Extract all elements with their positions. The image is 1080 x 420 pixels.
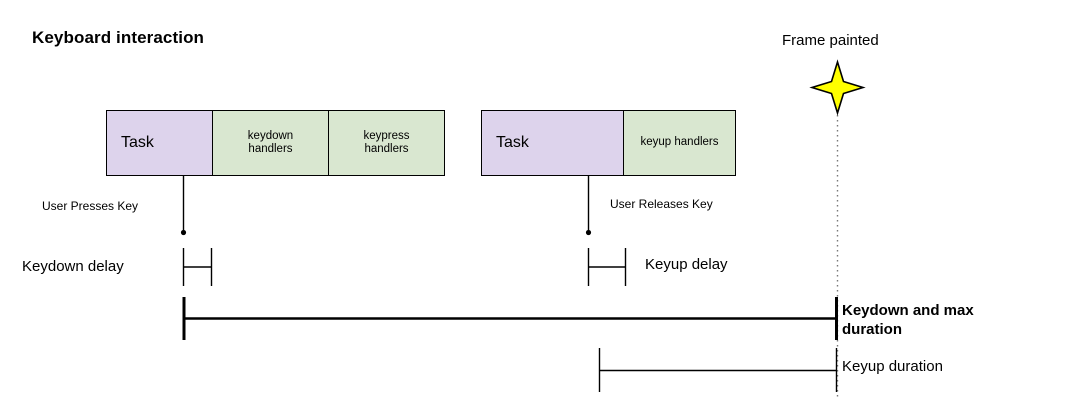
task-block-keyup-label: Task — [496, 133, 529, 151]
keyup-task-row: Task keyup handlers — [481, 110, 736, 176]
user-presses-key-arrow-head — [180, 229, 187, 236]
four-pointed-star-icon — [809, 59, 866, 116]
task-block-keydown[interactable]: Task — [106, 110, 213, 176]
keydown-handlers-label-line2: handlers — [248, 143, 293, 155]
keypress-handlers-block[interactable]: keypress handlers — [328, 110, 445, 176]
user-presses-key-label: User Presses Key — [42, 199, 139, 213]
keydown-task-row: Task keydown handlers keypress handlers — [106, 110, 445, 176]
keypress-handlers-label-line1: keypress — [363, 129, 410, 142]
keydown-handlers-block[interactable]: keydown handlers — [212, 110, 329, 176]
keypress-handlers-label-line2: handlers — [364, 143, 409, 155]
keydown-and-max-duration-span — [182, 297, 838, 340]
keydown-delay-bracket — [182, 248, 213, 286]
keyup-duration-span — [598, 348, 838, 392]
frame-painted-label: Frame painted — [782, 32, 879, 49]
task-block-keydown-label: Task — [121, 133, 154, 151]
keyup-delay-label: Keyup delay — [645, 256, 728, 273]
task-block-keyup[interactable]: Task — [481, 110, 624, 176]
keyup-handlers-label: keyup handlers — [640, 136, 719, 149]
user-releases-key-arrow-head — [585, 229, 592, 236]
page-title: Keyboard interaction — [32, 28, 205, 47]
keydown-delay-label: Keydown delay — [22, 258, 124, 275]
keydown-handlers-label-line1: keydown — [247, 129, 294, 142]
user-releases-key-label: User Releases Key — [610, 197, 713, 211]
keyup-duration-label: Keyup duration — [842, 358, 943, 375]
keyup-handlers-block[interactable]: keyup handlers — [623, 110, 736, 176]
keyup-delay-bracket — [587, 248, 627, 286]
keydown-and-max-duration-label: Keydown and max duration — [842, 302, 974, 338]
